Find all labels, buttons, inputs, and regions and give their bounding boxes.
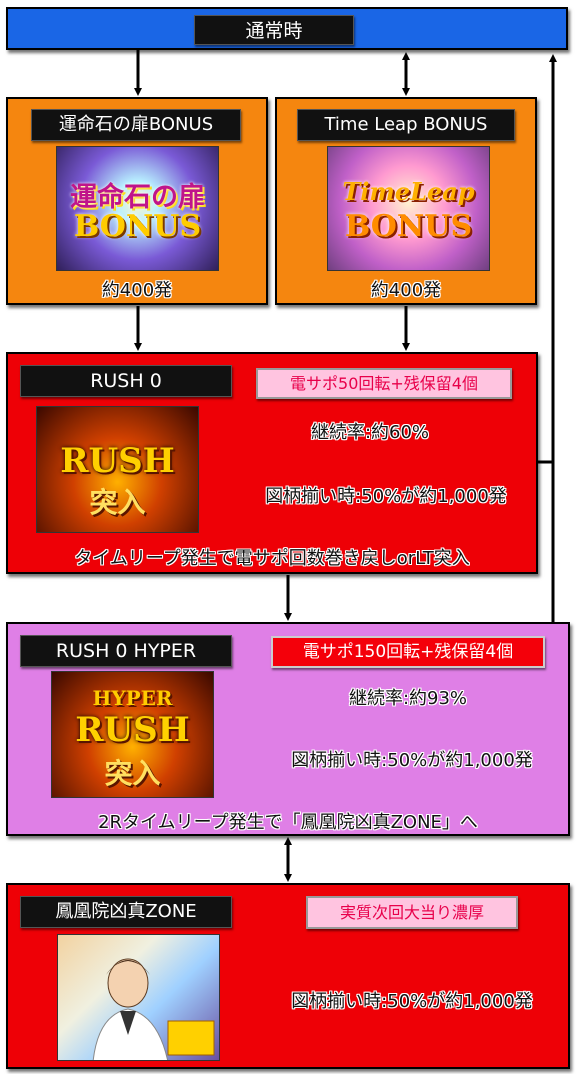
rush0-image: RUSH 突入 [36,406,199,533]
bonus-unmei-image-line1: 運命石の扉 [70,182,205,213]
rush0-hyper-spec-badge: 電サポ150回転+残保留4個 [271,636,545,668]
zone-spec-badge: 実質次回大当り濃厚 [306,896,518,929]
rush0-hyper-box: RUSH 0 HYPER 電サポ150回転+残保留4個 HYPER RUSH 突… [6,622,570,836]
bonus-timeleap-result: 約400発 [370,280,442,301]
rush0-hyper-image: HYPER RUSH 突入 [51,671,214,798]
bonus-unmei-label: 運命石の扉BONUS [31,109,241,141]
rush0-continue-rate: 継続率:約60% [310,422,430,443]
rush0-image-line2: 突入 [89,486,146,519]
zone-zorome: 図柄揃い時:50%が約1,000発 [291,991,533,1012]
rush0-hyper-continue-rate: 継続率:約93% [348,688,468,709]
zone-image [57,934,220,1061]
character-illustration [92,958,215,1060]
rush0-hyper-image-line0: HYPER [92,686,173,710]
rush0-hyper-note: 2Rタイムリープ発生で「鳳凰院凶真ZONE」へ [98,812,478,833]
rush0-box: RUSH 0 電サポ50回転+残保留4個 RUSH 突入 継続率:約60% 図柄… [6,352,538,574]
bonus-timeleap-image-line1: TimeLeap [342,177,475,206]
rush0-hyper-image-line1: RUSH [75,710,190,750]
zone-box: 鳳凰院凶真ZONE 実質次回大当り濃厚 図柄揃い時:50%が約1,000発 [6,883,570,1069]
bonus-timeleap-image-line2: BONUS [344,209,473,244]
bonus-unmei-result: 約400発 [101,280,173,301]
rush0-hyper-image-line2: 突入 [104,757,161,790]
zone-label: 鳳凰院凶真ZONE [20,896,232,928]
rush0-hyper-zorome: 図柄揃い時:50%が約1,000発 [291,750,533,771]
rush0-zorome: 図柄揃い時:50%が約1,000発 [265,486,507,507]
bonus-unmei-image: 運命石の扉 BONUS [56,146,219,271]
rush0-note: タイムリープ発生で電サポ回数巻き戻しorLT突入 [74,548,470,569]
bonus-unmei-image-line2: BONUS [73,209,202,244]
normal-state-label: 通常時 [194,15,354,45]
bonus-timeleap-image: TimeLeap BONUS [327,146,490,271]
bonus-timeleap-label: Time Leap BONUS [297,109,515,141]
bonus-timeleap-box: Time Leap BONUS TimeLeap BONUS 約400発 [275,97,537,305]
rush0-label: RUSH 0 [20,365,232,397]
rush0-image-line1: RUSH [60,441,175,481]
bonus-unmei-box: 運命石の扉BONUS 運命石の扉 BONUS 約400発 [6,97,268,305]
rush0-spec-badge: 電サポ50回転+残保留4個 [256,368,512,399]
rush0-hyper-label: RUSH 0 HYPER [20,635,232,667]
normal-state-box: 通常時 [6,7,568,50]
